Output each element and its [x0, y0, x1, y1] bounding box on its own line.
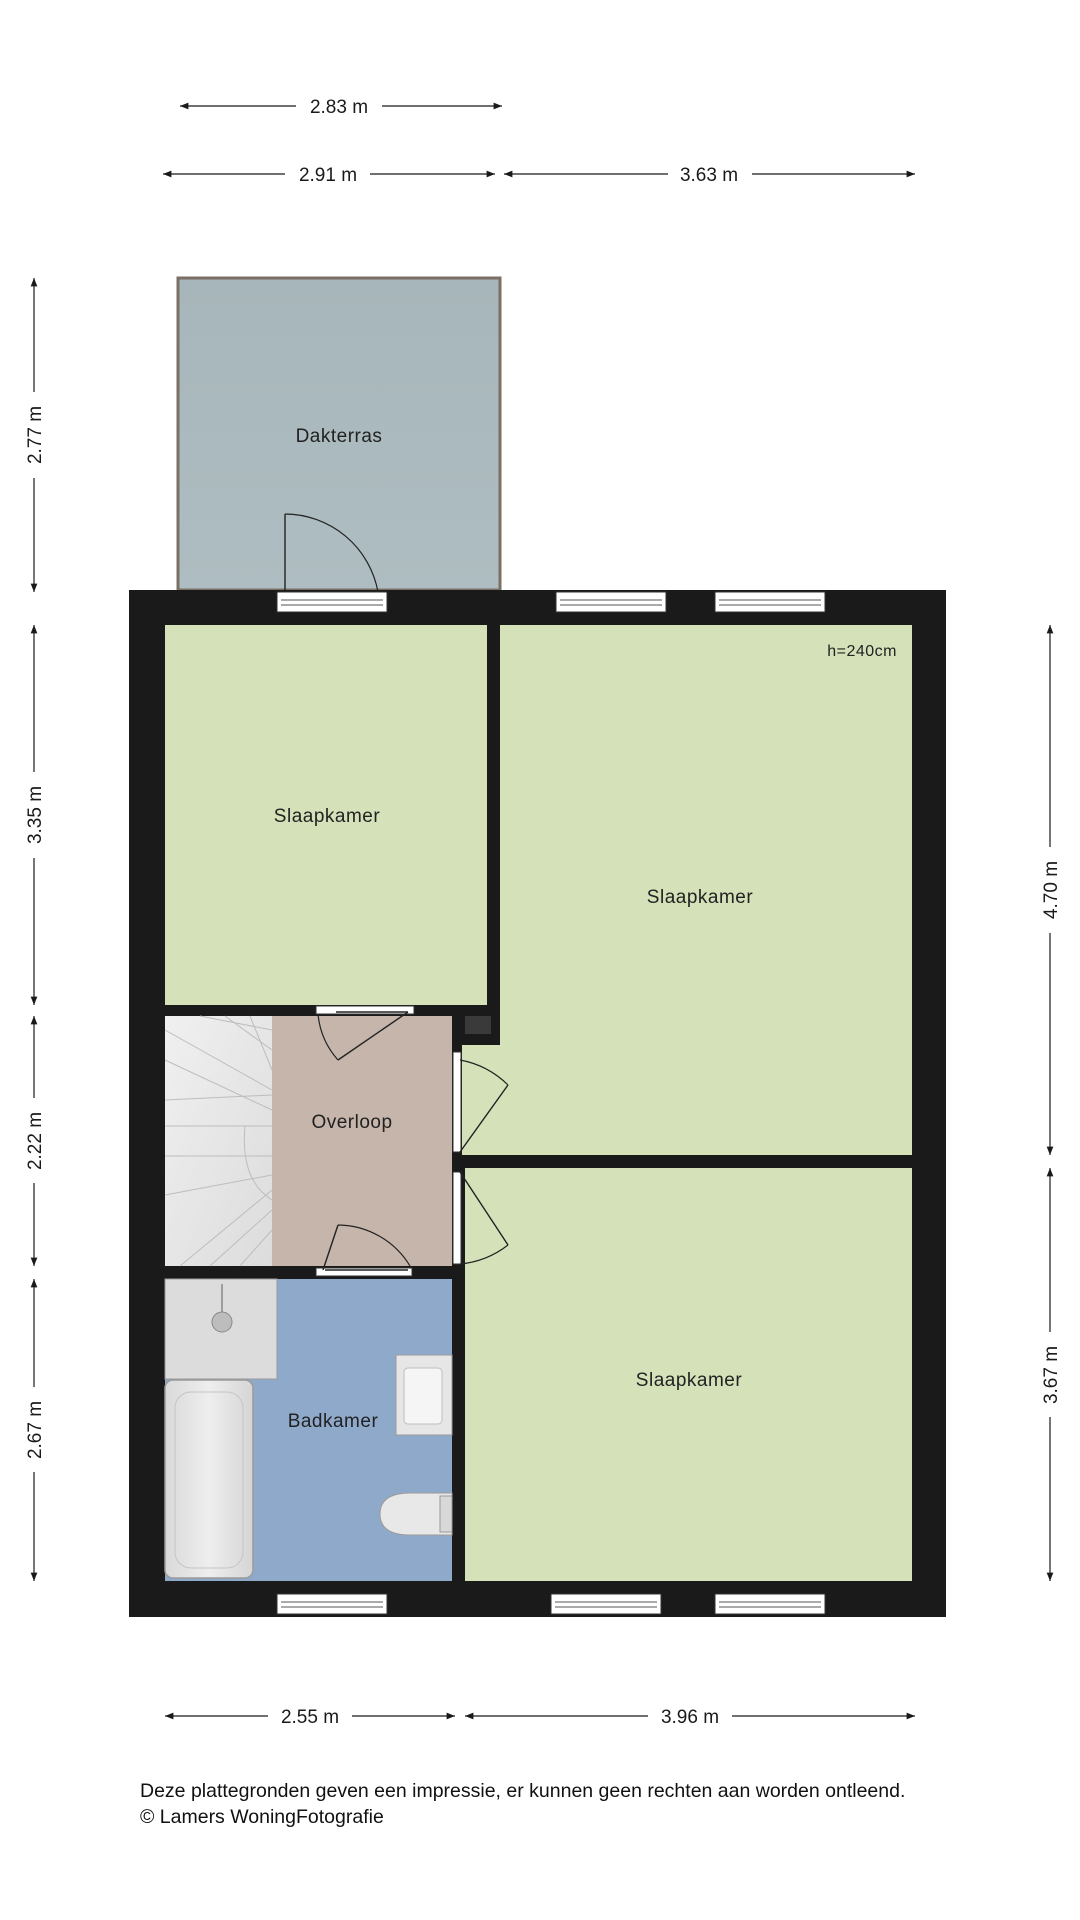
footer-copyright: © Lamers WoningFotografie [140, 1806, 384, 1828]
dimension-bottom-right: 3.96 m [465, 1707, 915, 1728]
dimension-right-upper-label: 4.70 m [1041, 861, 1062, 919]
shower-drain-icon [211, 1311, 233, 1333]
wall-bedrooms-divider [452, 1155, 912, 1168]
dakterras-label: Dakterras [296, 426, 383, 447]
footer-disclaimer: Deze plattegronden geven een impressie, … [140, 1780, 906, 1802]
dimension-top-terrace: 2.83 m [180, 97, 502, 118]
dimension-top-left-label: 2.91 m [299, 165, 357, 186]
dimension-top-left: 2.91 m [163, 165, 495, 186]
bathroom-fixtures [164, 1278, 453, 1579]
dimension-left-upper: 3.35 m [25, 625, 46, 1005]
dimension-bottom-left-label: 2.55 m [281, 1707, 339, 1728]
door-top-left-bedroom [315, 1005, 415, 1061]
slaapkamer-large-label: Slaapkamer [647, 887, 754, 908]
dakterras-area: Dakterras [176, 276, 502, 592]
window-bottom-1 [276, 1593, 388, 1615]
overloop-floor [272, 1016, 452, 1266]
slaapkamer-bottom-right-label: Slaapkamer [636, 1370, 743, 1391]
slaapkamer-top-left-label: Slaapkamer [274, 806, 381, 827]
staircase [164, 1015, 273, 1267]
overloop-label: Overloop [311, 1112, 392, 1133]
door-bathroom [315, 1224, 413, 1277]
dimension-left-middle: 2.22 m [25, 1016, 46, 1266]
wall-landing-right [452, 1016, 462, 1581]
window-bottom-2 [550, 1593, 662, 1615]
dimension-top-right-label: 3.63 m [680, 165, 738, 186]
dimension-left-upper-label: 3.35 m [25, 786, 46, 844]
stairs-floor [165, 1016, 272, 1266]
badkamer-label: Badkamer [288, 1411, 379, 1432]
dimension-right-upper: 4.70 m [1041, 625, 1062, 1155]
slaapkamer-top-left-floor [165, 625, 487, 1005]
door-large-bedroom [452, 1051, 509, 1153]
dimension-left-lower-label: 2.67 m [25, 1401, 46, 1459]
ceiling-height-label: h=240cm [827, 643, 897, 660]
dimension-bottom-left: 2.55 m [165, 1707, 455, 1728]
window-top-2 [555, 591, 667, 613]
window-top-3 [714, 591, 826, 613]
dimension-left-terrace: 2.77 m [25, 278, 46, 592]
window-top-1 [276, 591, 388, 613]
door-bottom-right-bedroom [452, 1171, 509, 1265]
toilet [379, 1492, 453, 1536]
dimension-left-middle-label: 2.22 m [25, 1112, 46, 1170]
dimension-left-lower: 2.67 m [25, 1279, 46, 1581]
windows [276, 591, 826, 1615]
slaapkamer-large-floor [500, 625, 912, 1155]
dimension-top-terrace-label: 2.83 m [310, 97, 368, 118]
dimension-right-lower: 3.67 m [1041, 1168, 1062, 1581]
shaft-square [465, 1016, 491, 1034]
wall-between-bedrooms-top [487, 625, 500, 1045]
dakterras-floor [176, 276, 502, 592]
dimension-bottom-right-label: 3.96 m [661, 1707, 719, 1728]
dimension-left-terrace-label: 2.77 m [25, 406, 46, 464]
dimension-right-lower-label: 3.67 m [1041, 1346, 1062, 1404]
bathtub [164, 1379, 254, 1579]
window-bottom-3 [714, 1593, 826, 1615]
wall-landing-bottom [165, 1266, 462, 1279]
doors [284, 513, 509, 1277]
door-terrace [284, 513, 379, 593]
dimension-top-right: 3.63 m [504, 165, 915, 186]
slaapkamer-bottom-right-floor [465, 1168, 912, 1581]
